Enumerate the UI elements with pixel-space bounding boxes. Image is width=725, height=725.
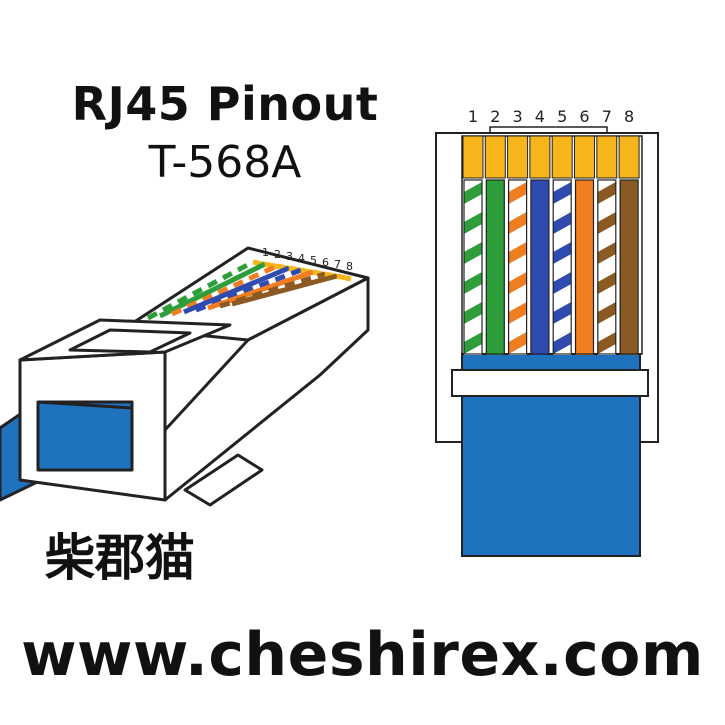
wire-stripe [597, 302, 616, 324]
pin-number-3d-5: 5 [310, 254, 317, 267]
wire-stripe [464, 302, 482, 324]
wire-stripe [464, 182, 482, 204]
wire-3d-8 [231, 273, 338, 307]
wire-stripe [553, 242, 572, 264]
wire-outline [574, 179, 595, 355]
pin-number-4: 4 [535, 107, 545, 126]
wire-3d-3 [170, 263, 279, 317]
pin-number-1: 1 [468, 107, 478, 126]
wire-outline [485, 179, 505, 355]
wire-3 [508, 180, 527, 355]
wire-1 [464, 180, 482, 355]
contact-pin-2 [484, 135, 506, 179]
wire-3d-2 [158, 261, 267, 319]
wire-stripe [508, 182, 527, 204]
pin-number-6: 6 [579, 107, 589, 126]
wire-stripe [508, 332, 527, 354]
pin-number-3d-8: 8 [346, 260, 353, 273]
diagram-title: RJ45 Pinout [71, 77, 379, 131]
gold-contacts [462, 135, 640, 179]
wire-stripe [464, 272, 482, 294]
pin-number-3d-7: 7 [334, 258, 341, 271]
wire-outline [552, 179, 572, 355]
pin-number-3d-6: 6 [322, 256, 329, 269]
pin-number-7: 7 [602, 107, 612, 126]
wire-stripe [508, 212, 527, 234]
wire-stripe [464, 212, 482, 234]
wire-5 [553, 180, 572, 355]
wire-8 [620, 180, 639, 355]
wire-outlines [463, 179, 639, 355]
website-url: www.cheshirex.com [21, 620, 704, 690]
latch [183, 453, 264, 507]
wire-2 [486, 180, 505, 355]
pin-number-3: 3 [513, 107, 523, 126]
wire-outline [530, 179, 550, 355]
diagram-subtitle: T-568A [148, 137, 302, 188]
contact-pin-7 [596, 135, 618, 179]
wire-stripe [508, 242, 527, 264]
wire-outline [619, 179, 639, 355]
wire-6 [575, 180, 594, 355]
contact-pin-6 [574, 135, 595, 179]
wire-stripe [553, 272, 572, 294]
wire-outline [463, 179, 483, 355]
contact-3d-2 [264, 261, 280, 270]
wire-stripe [508, 272, 527, 294]
wire-outline [508, 179, 528, 355]
pin-number-3d-1: 1 [262, 246, 269, 259]
wire-3d-5 [195, 267, 302, 313]
wires-front [464, 180, 639, 355]
wire-stripe [597, 182, 616, 204]
pin-number-5: 5 [557, 107, 567, 126]
contact-pin-3 [507, 135, 529, 179]
wire-stripe [553, 182, 572, 204]
contact-pin-5 [551, 135, 573, 179]
wire-stripe [597, 272, 616, 294]
front-opening [68, 328, 192, 354]
contact-pin-1 [462, 135, 484, 179]
wire-stripe [597, 212, 616, 234]
pin-number-8: 8 [624, 107, 634, 126]
wire-stripe [508, 302, 527, 324]
contact-3d-8 [336, 273, 352, 282]
wires-3d [146, 259, 352, 321]
wire-stripe [464, 242, 482, 264]
wire-stripe [464, 332, 482, 354]
pin-number-3d-2: 2 [274, 248, 281, 261]
wire-stripe [553, 212, 572, 234]
contact-pin-8 [618, 135, 640, 179]
pin-number-3d-4: 4 [298, 252, 305, 265]
wire-stripe [597, 332, 616, 354]
brand-name: 柴郡猫 [45, 529, 195, 587]
pin-bracket [489, 126, 608, 133]
wire-outline [597, 179, 617, 355]
wire-3d-4 [183, 265, 290, 315]
cable-hole [36, 400, 134, 472]
pin-number-2: 2 [490, 107, 500, 126]
wire-3d-1 [146, 259, 255, 321]
pin-number-3d-3: 3 [286, 250, 293, 263]
wire-stripe [553, 332, 572, 354]
connector-3d-illustration [0, 246, 370, 507]
wire-stripe [553, 302, 572, 324]
contact-pin-4 [529, 135, 551, 179]
wire-4 [530, 180, 549, 355]
wire-stripe [597, 242, 616, 264]
wire-7 [597, 180, 616, 355]
